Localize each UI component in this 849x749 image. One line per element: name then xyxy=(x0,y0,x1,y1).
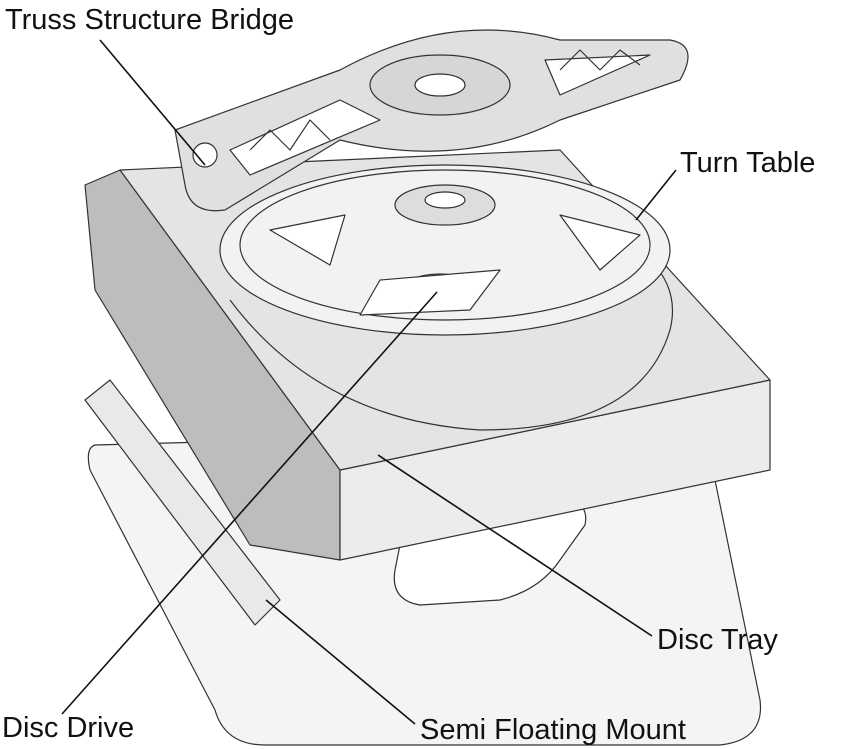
tray-disc xyxy=(229,259,674,431)
leader-mount xyxy=(265,599,416,725)
label-disc-drive: Disc Drive xyxy=(2,712,135,744)
leader-drive xyxy=(61,291,438,715)
turntable-disc xyxy=(219,164,671,336)
label-semi-floating-mount: Semi Floating Mount xyxy=(420,714,686,746)
label-disc-tray: Disc Tray xyxy=(657,624,778,656)
leader-tray xyxy=(377,454,653,637)
leader-truss xyxy=(99,39,206,166)
mount-rail xyxy=(84,379,281,626)
label-turn-table: Turn Table xyxy=(680,147,816,179)
leader-turntable xyxy=(635,169,677,221)
label-truss-structure-bridge: Truss Structure Bridge xyxy=(5,4,295,36)
